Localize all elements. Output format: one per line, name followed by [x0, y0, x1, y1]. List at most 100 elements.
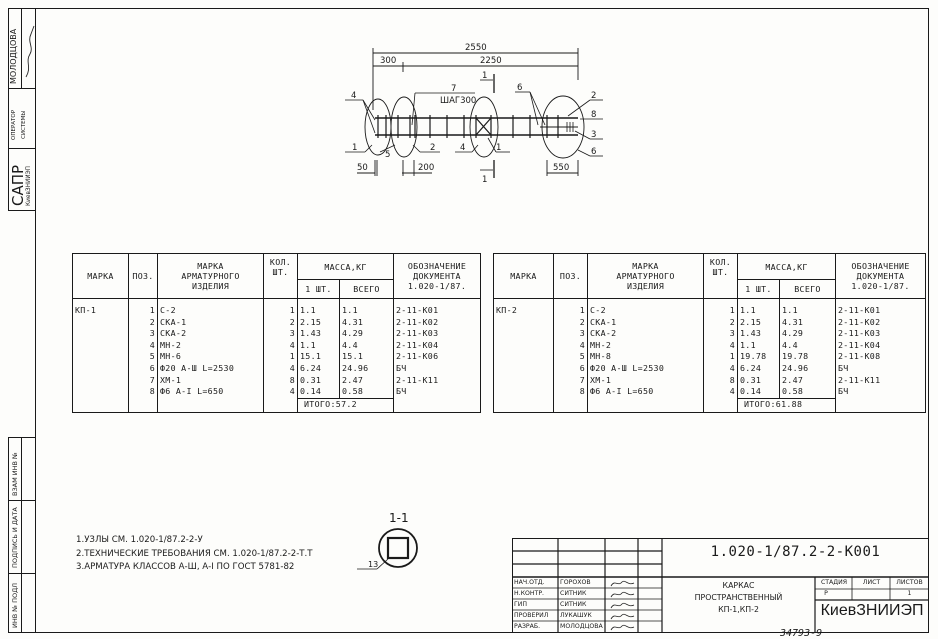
cell-qty: 4 — [703, 386, 738, 399]
cell-poz: 5 — [553, 351, 588, 363]
callout-1b: 1 — [496, 143, 501, 153]
mass-total-sum: ИТОГО:57.2 — [297, 397, 394, 413]
cell-mass-one: 2.15 — [737, 316, 780, 329]
cell-marka — [493, 328, 554, 340]
callout-8: 8 — [591, 110, 596, 120]
signer-name: СИТНИК — [560, 590, 587, 597]
sheet-label: ЛИСТ — [862, 579, 881, 586]
cell-item: СКА-1 — [157, 316, 264, 329]
header-item-1: МАРКА — [632, 261, 659, 271]
title-line-2: ПРОСТРАНСТВЕННЫЙ — [694, 593, 783, 602]
header-qty: КОЛ.ШТ. — [703, 253, 738, 299]
callout-2b: 2 — [430, 143, 435, 153]
cell-doc: 2-11-К01 — [835, 298, 926, 317]
cell-qty: 3 — [263, 328, 298, 340]
signature-icon — [610, 591, 635, 598]
signature-icon — [610, 624, 635, 631]
signer-role: НАЧ.ОТД. — [514, 579, 545, 586]
cell-mass-total: 24.96 — [339, 362, 394, 375]
cell-qty: 4 — [703, 339, 738, 352]
section-mark-bottom: 1 — [482, 175, 487, 185]
callout-5: 5 — [385, 150, 390, 160]
cell-item: Ф6 А-I L=650 — [587, 386, 704, 399]
header-qty-1: КОЛ. — [269, 257, 292, 267]
stamp-podpis-label: ПОДПИСЬ И ДАТА — [11, 507, 19, 568]
signer-role: ПРОВЕРИЛ — [514, 612, 549, 619]
signer-role: ГИП — [514, 601, 528, 608]
header-doc-1: ОБОЗНАЧЕНИЕ — [851, 261, 910, 271]
cell-mass-total: 4.29 — [339, 328, 394, 340]
cell-qty: 4 — [263, 362, 298, 375]
signer-name: ЛУКАШУК — [560, 612, 592, 619]
stage-label: СТАДИЯ — [820, 579, 848, 586]
cell-doc: 2-11-К06 — [393, 351, 481, 363]
signature-icon — [610, 613, 635, 620]
cell-item: МН-6 — [157, 351, 264, 363]
cell-mass-total: 0.58 — [339, 386, 394, 399]
cell-item: С-2 — [587, 298, 704, 317]
cell-mass-total: 4.4 — [779, 339, 836, 352]
signature-icon — [610, 602, 635, 609]
dim-2550: 2550 — [465, 43, 487, 53]
cell-poz: 5 — [128, 351, 158, 363]
cell-qty: 1 — [703, 298, 738, 317]
cell-mass-total: 4.31 — [779, 316, 836, 329]
cell-item: С-2 — [157, 298, 264, 317]
stage-value: Р — [824, 590, 828, 597]
header-item-3: ИЗДЕЛИЯ — [191, 281, 230, 291]
cell-qty: 1 — [263, 351, 298, 363]
cell-marka — [72, 351, 129, 363]
dimension-lines — [357, 48, 579, 176]
header-mass: МАССА,КГ — [737, 253, 836, 280]
header-item-1: МАРКА — [197, 261, 224, 271]
title-block-border — [512, 538, 929, 633]
cell-item: Ф20 А-Ш L=2530 — [157, 362, 264, 375]
signer-name: СИТНИК — [560, 601, 587, 608]
section-mark-top: 1 — [482, 71, 487, 81]
signer-name: ГОРОХОВ — [560, 579, 591, 586]
cell-poz: 2 — [553, 316, 588, 329]
cell-item: МН-8 — [587, 351, 704, 363]
callout-6: 6 — [517, 83, 522, 93]
cell-mass-one: 1.1 — [297, 298, 340, 317]
cage-drawing: 2550 300 2250 50 200 550 ШАГ300 4 7 6 2 … — [345, 43, 603, 185]
callout-2: 2 — [591, 91, 596, 101]
cell-doc: 2-11-К02 — [393, 316, 481, 329]
header-poz: ПОЗ. — [128, 253, 158, 299]
cage-stirrups — [377, 115, 574, 138]
cell-marka — [72, 339, 129, 352]
header-doc-2: ДОКУМЕНТА — [856, 271, 905, 281]
header-marka: МАРКА — [72, 253, 129, 299]
cell-poz: 7 — [553, 374, 588, 387]
signature-icon — [610, 580, 635, 587]
drawing-title: КАРКАС ПРОСТРАНСТВЕННЫЙ КП-1,КП-2 — [662, 580, 815, 616]
header-qty: КОЛ.ШТ. — [263, 253, 298, 299]
cell-mass-total: 1.1 — [779, 298, 836, 317]
signer-role: Н.КОНТР. — [514, 590, 545, 597]
cell-qty: 3 — [703, 328, 738, 340]
cell-mass-total: 19.78 — [779, 351, 836, 363]
cell-mass-one: 1.43 — [297, 328, 340, 340]
title-line-3: КП-1,КП-2 — [718, 605, 759, 614]
cell-doc: 2-11-К03 — [393, 328, 481, 340]
cell-marka — [493, 386, 554, 399]
sheets-value: 1 — [907, 590, 912, 597]
header-doc-3: 1.020-1/87. — [851, 281, 910, 291]
dim-300: 300 — [380, 56, 396, 66]
cell-mass-one: 19.78 — [737, 351, 780, 363]
cell-marka — [493, 374, 554, 387]
section-callout-13: 13 — [368, 560, 378, 569]
section-1-1: 1-1 13 — [357, 511, 418, 570]
